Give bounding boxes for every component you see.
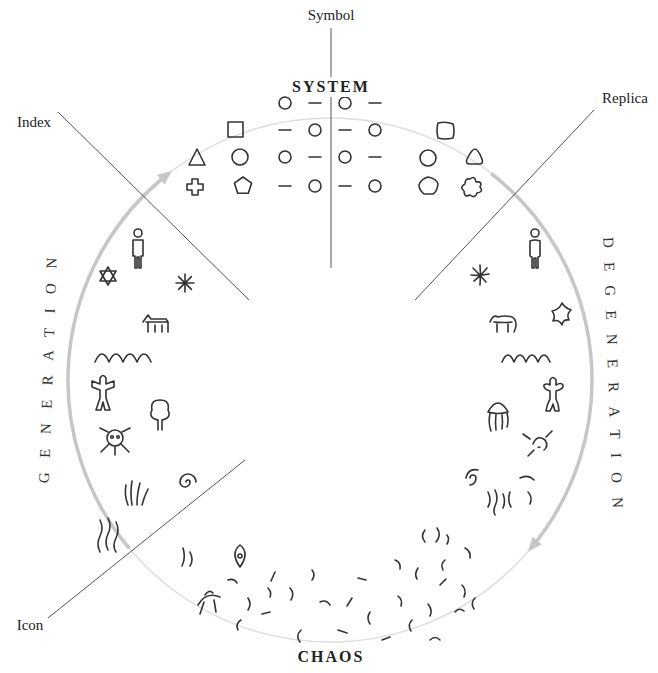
axis-label: Icon <box>17 618 44 633</box>
pole-label: CHAOS <box>293 647 370 667</box>
pole-label: SYSTEM <box>287 77 375 97</box>
stage-label: DEGENERATION <box>600 222 625 522</box>
sign-glyphs <box>92 97 571 642</box>
cycle-circle <box>68 118 592 642</box>
generation-arrow <box>68 171 172 548</box>
axis-label: Symbol <box>308 8 355 23</box>
leader-lines <box>48 28 594 618</box>
degeneration-arrow <box>491 174 592 552</box>
axis-label: Index <box>17 115 51 130</box>
stage-label: GENERATION <box>36 243 60 498</box>
axis-label: Replica <box>602 91 648 106</box>
